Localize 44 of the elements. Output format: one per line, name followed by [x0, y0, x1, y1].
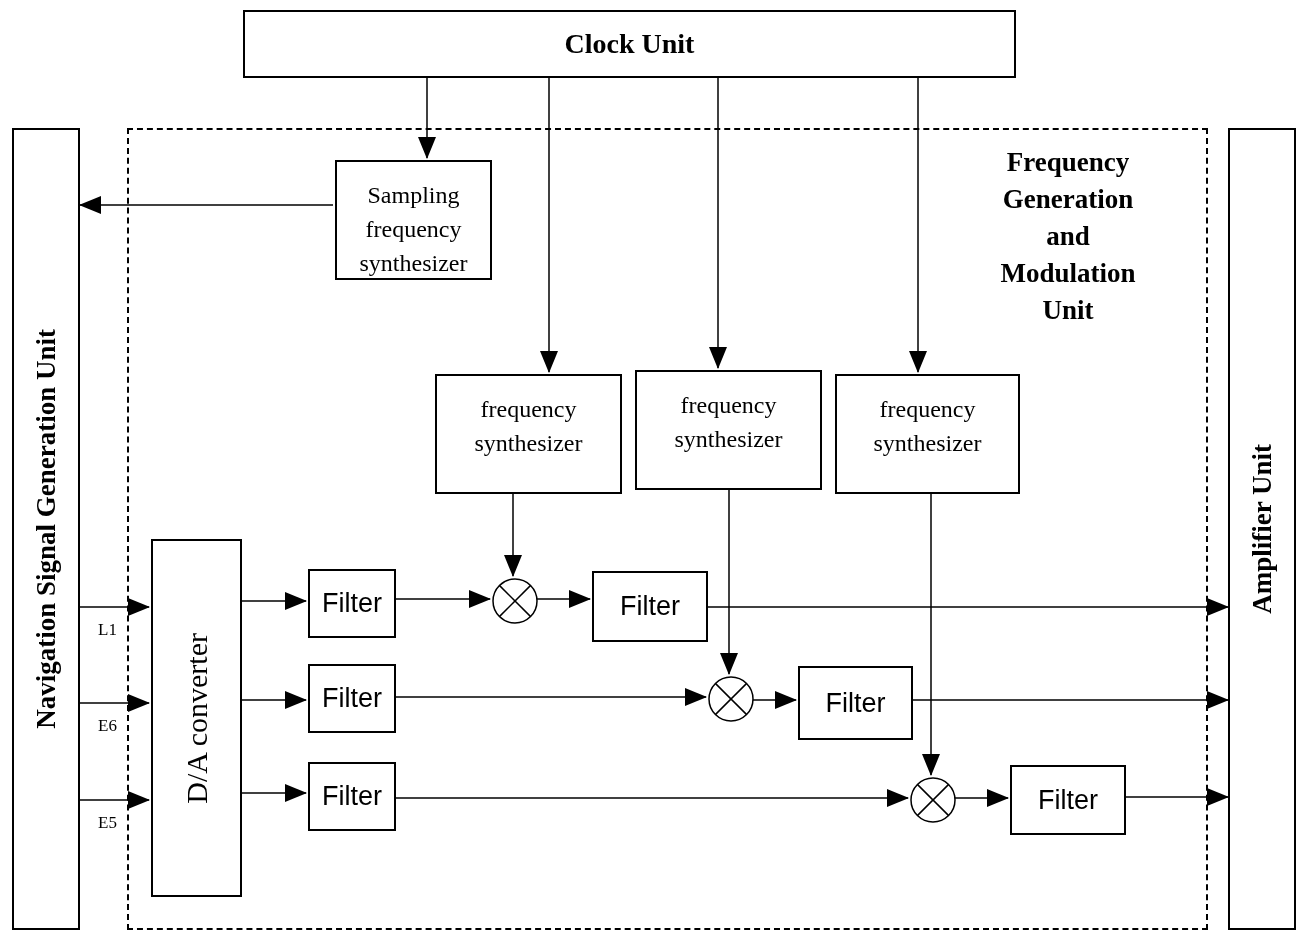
- synthesizer-box: [835, 374, 1020, 494]
- arrow: [909, 77, 927, 373]
- unit-box: [243, 10, 1016, 78]
- node-label: Filter: [825, 686, 886, 720]
- filter-box: [592, 571, 708, 642]
- unit-box: [12, 128, 80, 930]
- arrow: [79, 598, 150, 616]
- node-label: Filter: [620, 590, 680, 624]
- filter-box: [308, 664, 396, 733]
- converter-box: [151, 539, 242, 897]
- node-label: Filter: [322, 682, 382, 716]
- arrow: [418, 77, 436, 159]
- dashed-group-box: [127, 128, 1208, 930]
- arrow: [540, 77, 558, 373]
- node-label: Filter: [322, 587, 382, 621]
- mixer-circle: [492, 578, 538, 624]
- node-label: D/A converter: [179, 632, 214, 804]
- arrow: [79, 791, 150, 809]
- mixer-circle: [910, 777, 956, 823]
- synthesizer-box: [635, 370, 822, 490]
- edge-label: E5: [98, 814, 117, 831]
- node-label: Amplifier Unit: [1245, 444, 1278, 614]
- edge-label: L1: [98, 621, 117, 638]
- node-label: Filter: [1038, 783, 1098, 817]
- synthesizer-box: [435, 374, 622, 494]
- node-label: Filter: [322, 780, 382, 814]
- arrow: [79, 694, 150, 712]
- filter-box: [308, 569, 396, 638]
- filter-box: [308, 762, 396, 831]
- unit-box: [1228, 128, 1296, 930]
- synthesizer-box: [335, 160, 492, 280]
- node-label: frequency synthesizer: [473, 395, 584, 458]
- arrow: [709, 77, 727, 369]
- node-label: Frequency Generation and Modulation Unit: [999, 146, 1137, 327]
- node-label: Sampling frequency synthesizer: [358, 181, 469, 278]
- filter-box: [1010, 765, 1126, 835]
- arrow: [79, 196, 334, 214]
- filter-box: [798, 666, 913, 740]
- node-label: frequency synthesizer: [673, 391, 784, 454]
- node-label: Navigation Signal Generation Unit: [29, 329, 62, 729]
- mixer-circle: [708, 676, 754, 722]
- edge-label: E6: [98, 717, 117, 734]
- node-label: frequency synthesizer: [872, 395, 983, 458]
- node-label: Clock Unit: [564, 27, 695, 61]
